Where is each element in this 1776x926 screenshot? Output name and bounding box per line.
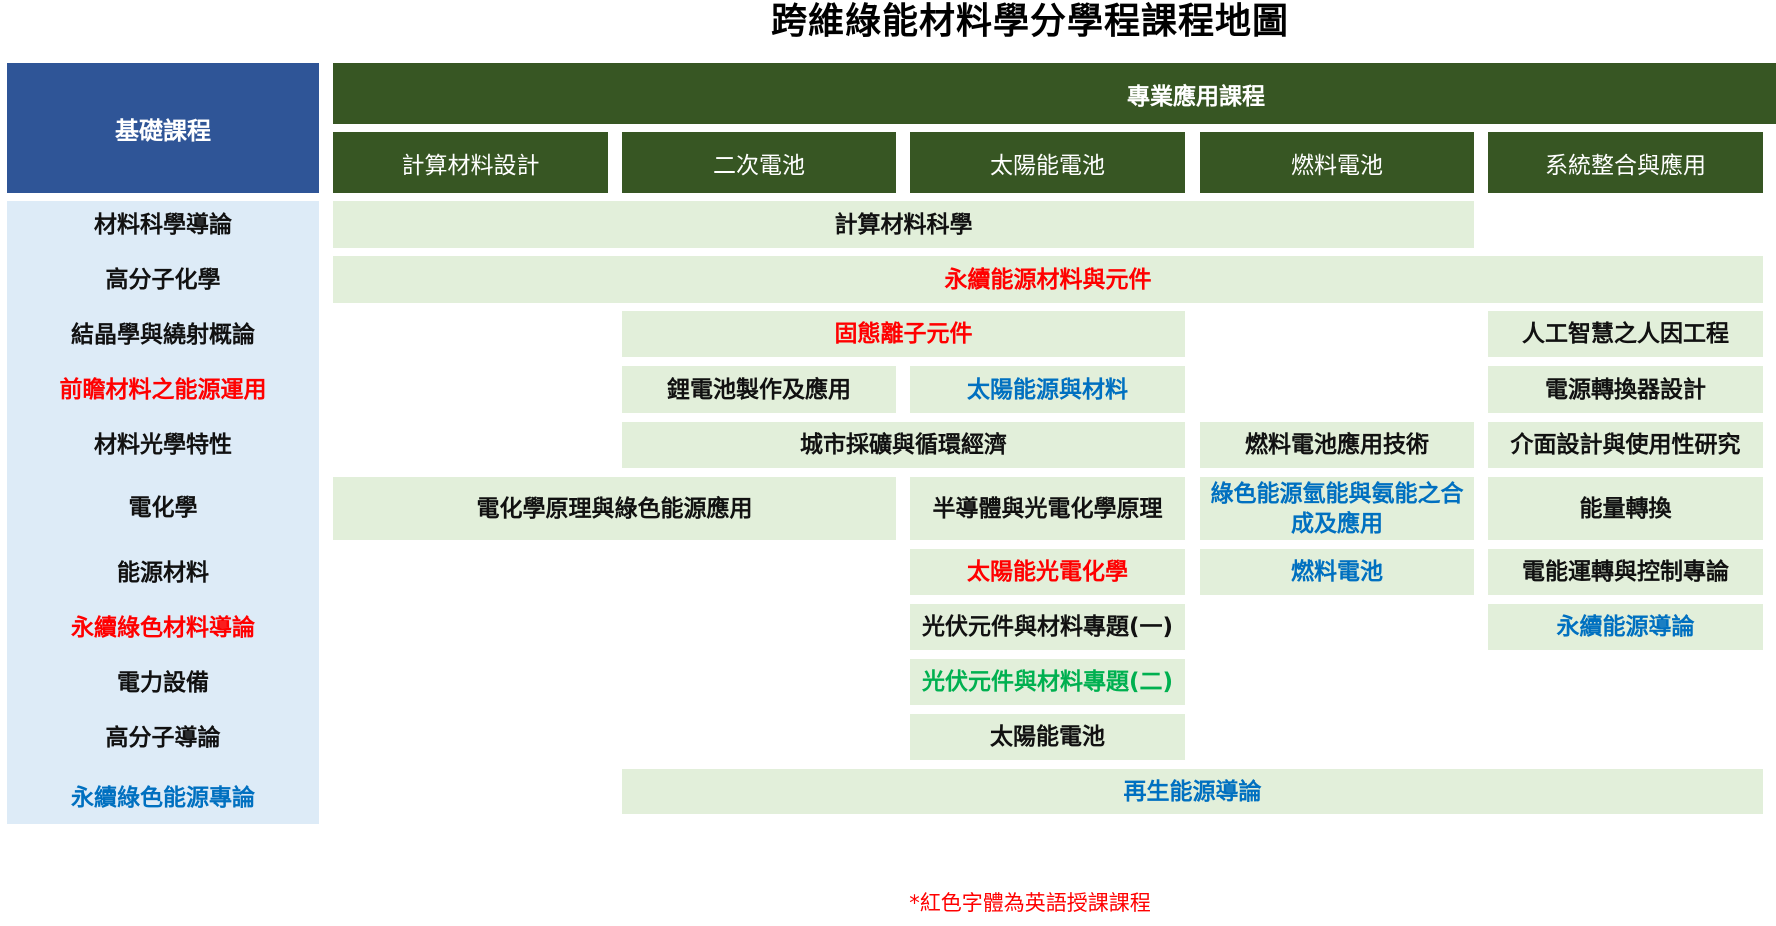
course-cell: 鋰電池製作及應用 <box>622 366 896 413</box>
specialty-courses-header: 專業應用課程 <box>333 63 1776 124</box>
course-cell: 計算材料科學 <box>333 201 1474 248</box>
course-cell: 光伏元件與材料專題(一) <box>910 604 1185 650</box>
course-cell: 固態離子元件 <box>622 311 1185 357</box>
base-course: 高分子導論 <box>105 725 221 751</box>
course-cell: 永續能源導論 <box>1488 604 1763 650</box>
base-course: 材料科學導論 <box>94 212 232 238</box>
track-header-fuel-cell: 燃料電池 <box>1200 132 1474 193</box>
course-cell: 綠色能源氫能與氨能之合成及應用 <box>1200 477 1474 540</box>
course-cell: 燃料電池 <box>1200 549 1474 595</box>
course-cell: 再生能源導論 <box>622 769 1763 814</box>
course-cell: 城市採礦與循環經濟 <box>622 422 1185 468</box>
base-course: 能源材料 <box>117 560 209 586</box>
course-cell: 介面設計與使用性研究 <box>1488 422 1763 468</box>
base-course: 電化學 <box>128 495 198 521</box>
course-cell: 電化學原理與綠色能源應用 <box>333 477 896 540</box>
base-course: 前瞻材料之能源運用 <box>59 377 267 403</box>
base-courses-column: 材料科學導論 高分子化學 結晶學與繞射概論 前瞻材料之能源運用 材料光學特性 電… <box>7 201 319 824</box>
course-cell: 半導體與光電化學原理 <box>910 477 1185 540</box>
track-header-system-integration: 系統整合與應用 <box>1488 132 1763 193</box>
course-cell: 能量轉換 <box>1488 477 1763 540</box>
base-course: 永續綠色材料導論 <box>71 615 255 641</box>
base-course: 材料光學特性 <box>94 432 232 458</box>
page-title: 跨維綠能材料學分學程課程地圖 <box>770 1 1289 42</box>
course-cell: 電源轉換器設計 <box>1488 366 1763 413</box>
base-course: 結晶學與繞射概論 <box>71 322 255 348</box>
specialty-header-label: 專業應用課程 <box>1127 83 1265 110</box>
course-cell: 太陽能光電化學 <box>910 549 1185 595</box>
course-cell: 人工智慧之人因工程 <box>1488 311 1763 357</box>
track-header-computational: 計算材料設計 <box>333 132 608 193</box>
course-cell: 電能運轉與控制專論 <box>1488 549 1763 595</box>
course-cell: 燃料電池應用技術 <box>1200 422 1474 468</box>
track-header-secondary-battery: 二次電池 <box>622 132 896 193</box>
footnote: *紅色字體為英語授課課程 <box>909 891 1151 915</box>
base-courses-header: 基礎課程 <box>7 63 319 193</box>
base-course: 永續綠色能源專論 <box>71 785 255 811</box>
course-cell: 太陽能電池 <box>910 714 1185 760</box>
base-course: 高分子化學 <box>105 267 221 293</box>
course-cell: 太陽能源與材料 <box>910 366 1185 413</box>
track-header-solar-cell: 太陽能電池 <box>910 132 1185 193</box>
course-cell: 永續能源材料與元件 <box>333 256 1763 303</box>
base-course: 電力設備 <box>117 670 209 696</box>
course-cell: 光伏元件與材料專題(二) <box>910 659 1185 705</box>
